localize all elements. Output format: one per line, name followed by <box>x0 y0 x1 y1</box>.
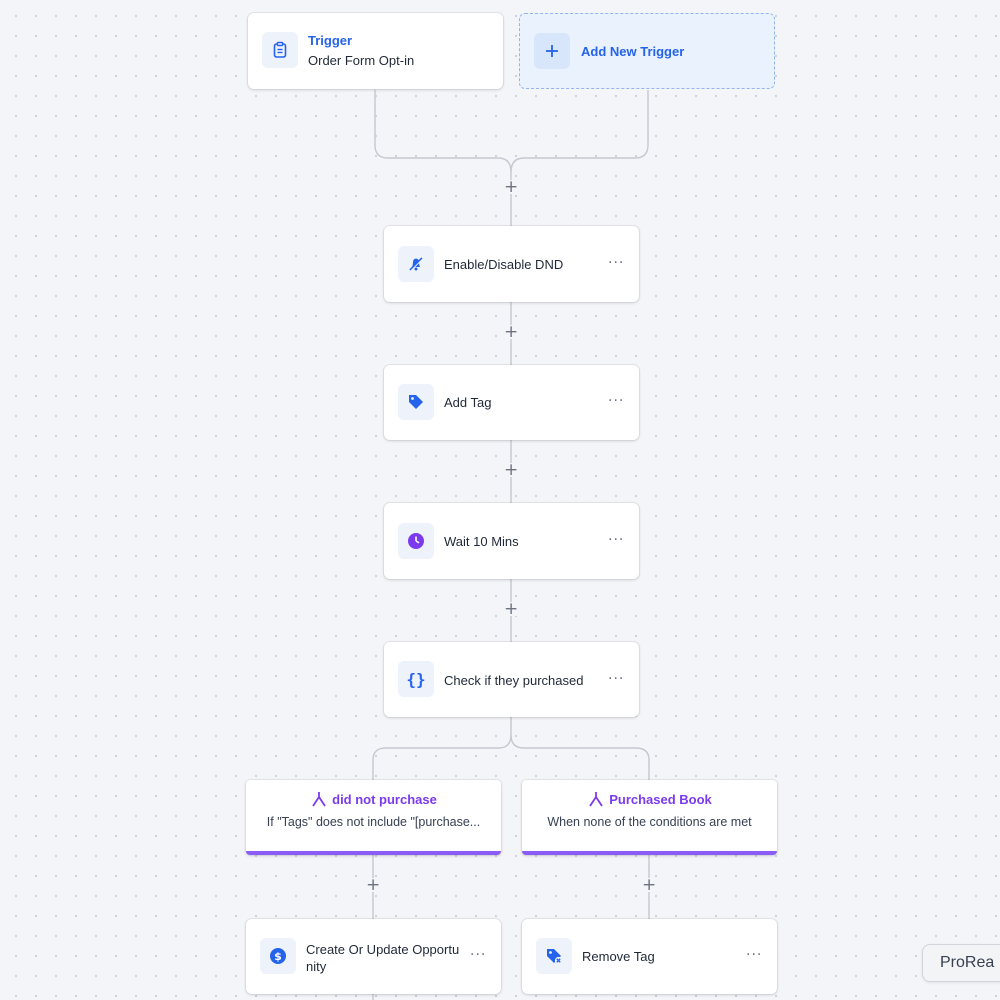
branch-title-row: did not purchase <box>246 790 501 808</box>
step-card-add-tag[interactable]: Add Tag ··· <box>384 365 639 440</box>
more-options-icon[interactable]: ··· <box>608 255 625 271</box>
branch-title-row: Purchased Book <box>522 790 777 808</box>
branch-icon <box>312 792 326 807</box>
clipboard-icon <box>262 32 298 68</box>
step-card-condition[interactable]: {} Check if they purchased ··· <box>384 642 639 717</box>
step-card-remove-tag[interactable]: Remove Tag ··· <box>522 919 777 994</box>
braces-icon: {} <box>398 661 434 697</box>
branch-subtitle: When none of the conditions are met <box>547 815 752 829</box>
svg-text:$: $ <box>274 950 282 963</box>
add-new-trigger-label: Add New Trigger <box>581 44 685 59</box>
more-options-icon[interactable]: ··· <box>746 947 763 963</box>
step-label-line1: Create Or Update Opportu <box>306 942 460 957</box>
tag-icon <box>398 384 434 420</box>
branch-title: did not purchase <box>332 792 437 807</box>
step-label: Wait 10 Mins <box>444 534 519 549</box>
more-options-icon[interactable]: ··· <box>608 532 625 548</box>
more-options-icon[interactable]: ··· <box>608 393 625 409</box>
branch-icon <box>589 792 603 807</box>
trigger-subtitle: Order Form Opt-in <box>308 53 415 68</box>
step-label: Check if they purchased <box>444 673 584 688</box>
branch-card-purchased-book[interactable]: Purchased Book When none of the conditio… <box>522 780 777 855</box>
clock-icon <box>398 523 434 559</box>
tag-remove-icon <box>536 938 572 974</box>
bell-slash-icon <box>398 246 434 282</box>
add-step-button[interactable]: + <box>504 599 519 619</box>
branch-title: Purchased Book <box>609 792 712 807</box>
plus-icon <box>534 33 570 69</box>
add-step-button[interactable]: + <box>504 177 519 197</box>
step-label: Remove Tag <box>582 949 655 964</box>
more-options-icon[interactable]: ··· <box>608 671 625 687</box>
step-card-create-opportunity[interactable]: $ Create Or Update Opportu nity ··· <box>246 919 501 994</box>
branch-card-did-not-purchase[interactable]: did not purchase If "Tags" does not incl… <box>246 780 501 855</box>
step-label: Add Tag <box>444 395 492 410</box>
more-options-icon[interactable]: ··· <box>470 947 487 963</box>
corner-chip-label: ProRea <box>940 954 995 971</box>
step-card-dnd[interactable]: Enable/Disable DND ··· <box>384 226 639 302</box>
step-card-wait[interactable]: Wait 10 Mins ··· <box>384 503 639 579</box>
trigger-card[interactable]: Trigger Order Form Opt-in <box>248 13 503 89</box>
add-step-button[interactable]: + <box>366 875 381 895</box>
step-label: Enable/Disable DND <box>444 257 564 272</box>
add-step-button[interactable]: + <box>642 875 657 895</box>
add-step-button[interactable]: + <box>504 322 519 342</box>
add-step-button[interactable]: + <box>504 460 519 480</box>
branch-subtitle: If "Tags" does not include "[purchase... <box>266 815 481 829</box>
step-label-line2: nity <box>306 959 327 974</box>
dollar-icon: $ <box>260 938 296 974</box>
add-new-trigger-button[interactable]: Add New Trigger <box>519 13 775 89</box>
corner-chip[interactable]: ProRea <box>922 944 1000 982</box>
trigger-title: Trigger <box>308 33 353 48</box>
